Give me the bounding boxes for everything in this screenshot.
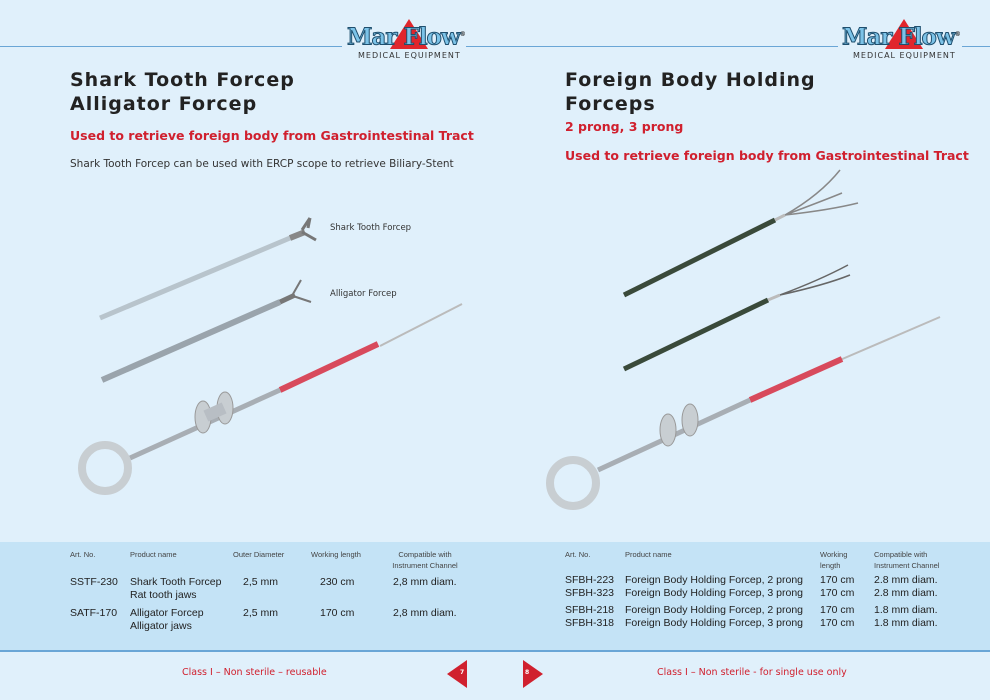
left-subtitle: Used to retrieve foreign body from Gastr… [70,128,474,143]
cell: SFBH-318 [565,617,615,629]
cell: 2,8 mm diam. [393,576,457,588]
cell: SFBH-223 [565,574,615,586]
cell: Alligator Forcep [130,607,204,619]
cell: 2.8 mm diam. [874,587,938,599]
cell: 170 cm [320,607,355,619]
arrow-right-icon [523,660,543,688]
header-rule [0,46,342,47]
cell: 1.8 mm diam. [874,617,938,629]
forceps-illustration-left [78,217,463,495]
cell: 170 cm [820,604,855,616]
th-compatible: Compatible with Instrument Channel [392,550,458,570]
cell: 170 cm [820,617,855,629]
cell: 170 cm [820,574,855,586]
cell: Alligator jaws [130,620,192,632]
cell: SSTF-230 [70,576,118,588]
left-description: Shark Tooth Forcep can be used with ERCP… [70,158,454,170]
cell: 2.8 mm diam. [874,574,938,586]
right-prongs: 2 prong, 3 prong [565,119,684,134]
header-rule [962,46,990,47]
cell: Foreign Body Holding Forcep, 2 prong [625,574,804,586]
logo-left: Mar Flow® MEDICAL EQUIPMENT [345,18,470,62]
th-art-no: Art. No. [70,550,96,559]
cell: 230 cm [320,576,355,588]
logo-right: Mar Flow® MEDICAL EQUIPMENT [840,18,965,62]
th-product-name: Product name [625,550,672,559]
cell: Foreign Body Holding Forcep, 3 prong [625,617,804,629]
cell: SFBH-218 [565,604,615,616]
forceps-illustration-right [546,169,941,510]
cell: Foreign Body Holding Forcep, 2 prong [625,604,804,616]
page-number-left: 7 [447,660,467,688]
th-product-name: Product name [130,550,177,559]
th-working-length: Working length [311,550,361,559]
cell: Foreign Body Holding Forcep, 3 prong [625,587,804,599]
page-number-right: 8 [523,660,543,688]
cell: SFBH-323 [565,587,615,599]
header-rule [466,46,838,47]
cell: Rat tooth jaws [130,589,197,601]
arrow-left-icon [447,660,467,688]
cell: Shark Tooth Forcep [130,576,222,588]
cell: 2,5 mm [243,607,279,619]
cell: 1.8 mm diam. [874,604,938,616]
right-subtitle: Used to retrieve foreign body from Gastr… [565,148,969,163]
th-art-no: Art. No. [565,550,591,559]
spec-table-band [0,542,990,652]
cell: 2,5 mm [243,576,279,588]
cell: SATF-170 [70,607,118,619]
right-footer-class: Class I – Non sterile - for single use o… [657,667,847,678]
th-working-length: Working length [820,550,848,570]
caption-shark-tooth: Shark Tooth Forcep [330,223,412,233]
caption-alligator: Alligator Forcep [330,289,397,299]
cell: 2,8 mm diam. [393,607,457,619]
th-outer-diameter: Outer Diameter [233,550,285,559]
th-compatible: Compatible with Instrument Channel [874,550,940,570]
left-footer-class: Class I – Non sterile – reusable [182,667,327,678]
cell: 170 cm [820,587,855,599]
